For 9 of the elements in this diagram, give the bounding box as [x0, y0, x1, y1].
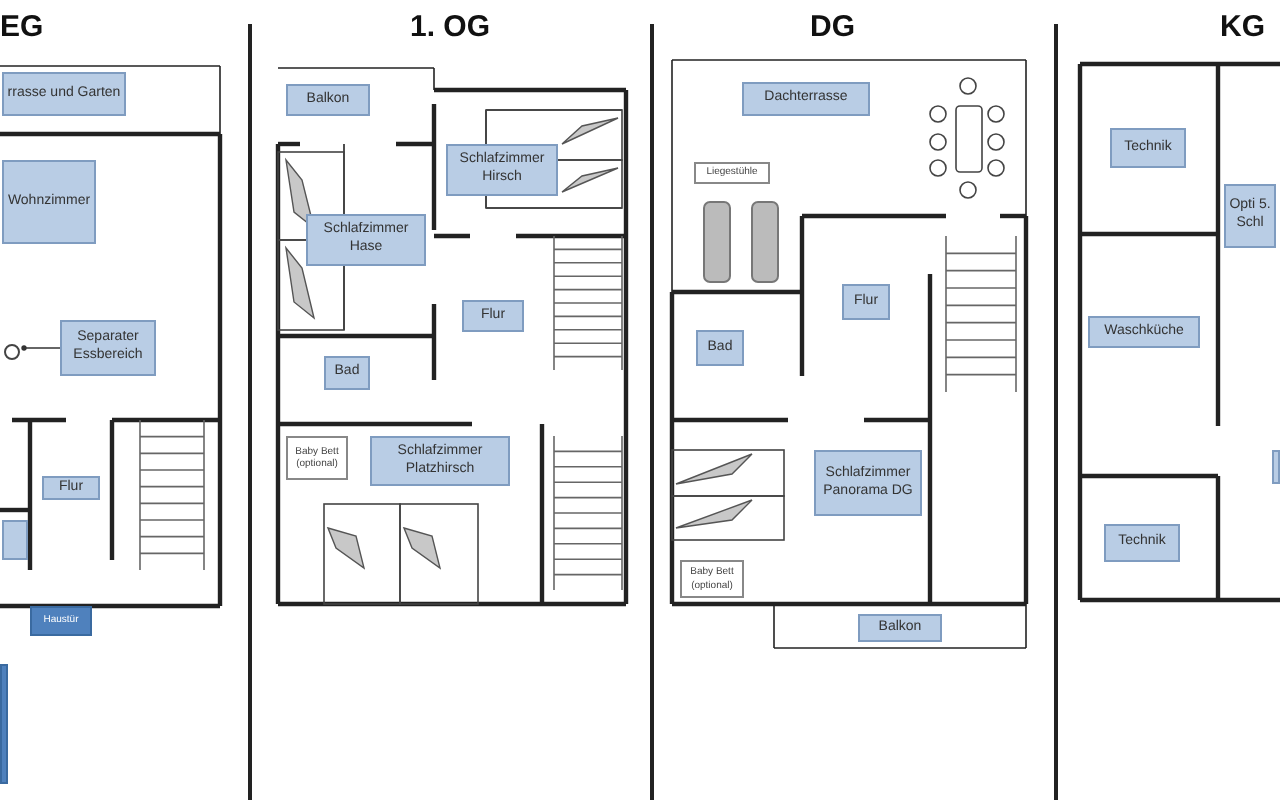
- floor-title: DG: [810, 12, 855, 42]
- room-label-box: [0, 664, 8, 784]
- table-symbol: [4, 344, 20, 360]
- floor-title: KG: [1220, 12, 1265, 42]
- floor-title: 1. OG: [410, 12, 491, 42]
- room-label-box: [1272, 450, 1280, 484]
- leader-line: [21, 345, 61, 351]
- floor-title: EG: [0, 12, 44, 42]
- room-label-box: [2, 520, 28, 560]
